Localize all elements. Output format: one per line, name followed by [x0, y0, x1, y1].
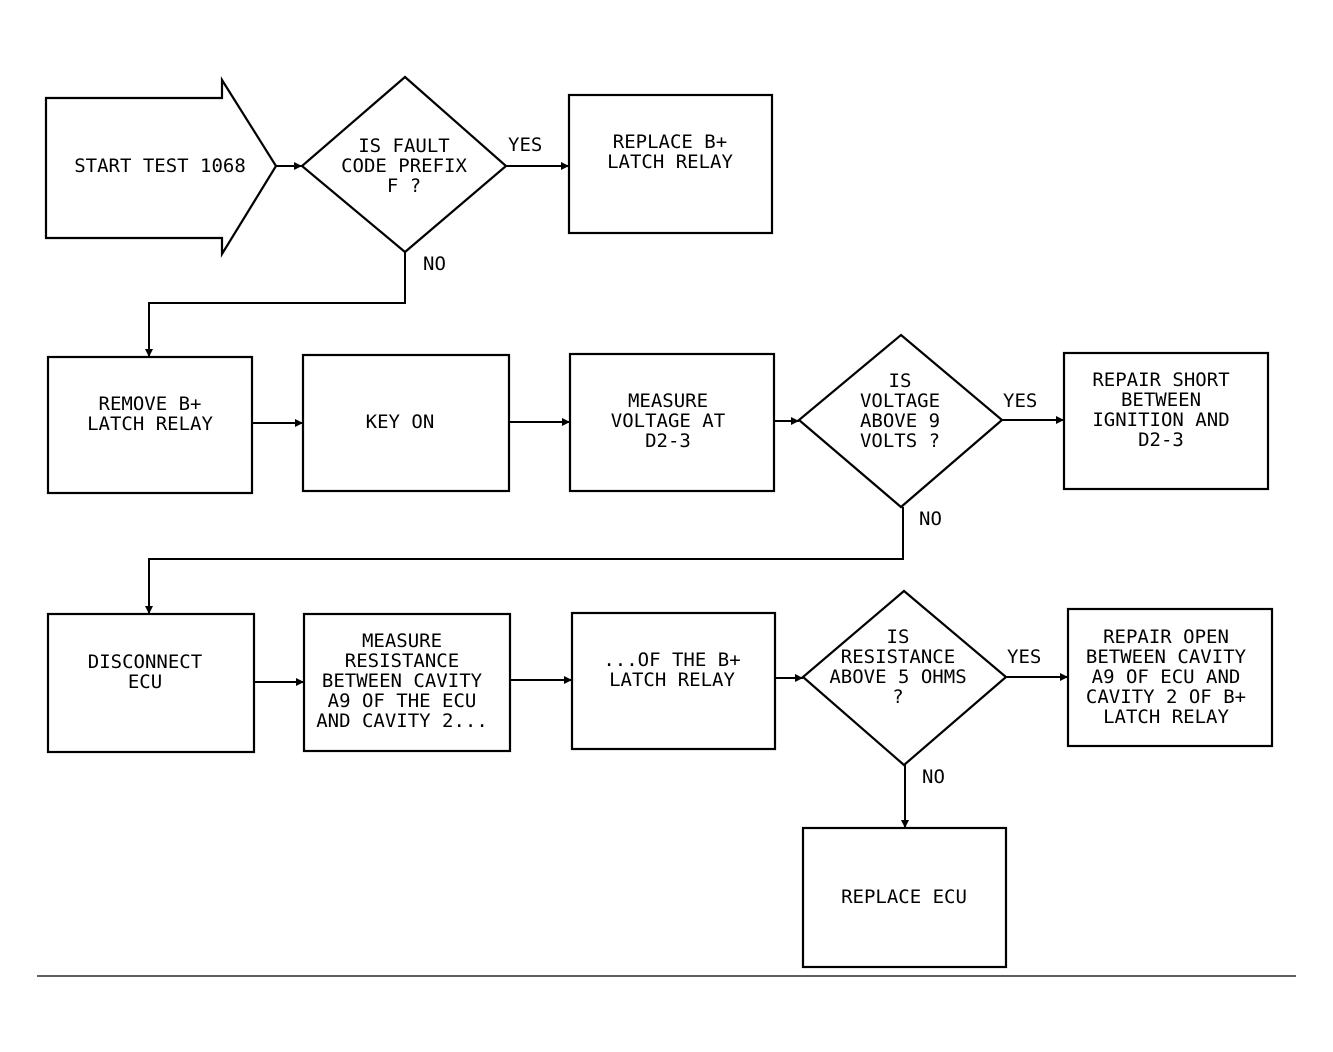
text-line: IS — [889, 370, 912, 392]
text-line: VOLTAGE AT — [611, 410, 725, 432]
text-line: CAVITY 2 OF B+ — [1086, 686, 1246, 708]
text-line: REPLACE B+ — [613, 131, 727, 153]
text-line: ABOVE 9 — [860, 410, 940, 432]
text-line: A9 OF THE ECU — [328, 690, 477, 712]
text-line: BETWEEN CAVITY — [322, 670, 483, 692]
text-line: DISCONNECT — [88, 651, 202, 673]
action-of-relay-label: ...OF THE B+LATCH RELAY — [603, 649, 740, 691]
text-line: REPAIR OPEN — [1103, 626, 1229, 648]
text-line: REPLACE ECU — [841, 886, 967, 908]
text-line: LATCH RELAY — [1103, 706, 1229, 728]
text-line: IGNITION AND — [1092, 409, 1229, 431]
action-key-on: KEY ON — [301, 353, 511, 493]
text-line: BETWEEN CAVITY — [1086, 646, 1247, 668]
text-line: AND CAVITY 2... — [316, 710, 488, 732]
text-line: IS — [887, 626, 910, 648]
text-line: LATCH RELAY — [607, 151, 733, 173]
text-line: LATCH RELAY — [609, 669, 735, 691]
text-line: BETWEEN — [1121, 389, 1201, 411]
text-line: MEASURE — [362, 630, 442, 652]
text-line: CODE PREFIX — [341, 155, 467, 177]
start-label: START TEST 1068 — [74, 155, 246, 177]
text-line: VOLTAGE — [860, 390, 940, 412]
text-line: RESISTANCE — [841, 646, 955, 668]
action-of-relay: ...OF THE B+LATCH RELAY — [570, 611, 777, 751]
label-yes-voltage: YES — [1003, 390, 1037, 412]
action-key-on-label: KEY ON — [366, 411, 435, 433]
text-line: A9 OF ECU AND — [1092, 666, 1241, 688]
label-no-resistance: NO — [922, 766, 945, 788]
action-remove-relay: REMOVE B+LATCH RELAY — [46, 355, 254, 495]
text-line: F ? — [387, 175, 421, 197]
text-line: MEASURE — [628, 390, 708, 412]
start-arrow-node: START TEST 1068 — [44, 76, 278, 258]
action-replace-relay: REPLACE B+LATCH RELAY — [567, 93, 774, 235]
label-no-voltage: NO — [919, 508, 942, 530]
text-line: D2-3 — [645, 430, 691, 452]
text-line: D2-3 — [1138, 429, 1184, 451]
connector-voltage-no — [145, 507, 904, 614]
text-line: VOLTS ? — [860, 430, 940, 452]
text-line: KEY ON — [366, 411, 435, 433]
text-line: ABOVE 5 OHMS — [829, 666, 966, 688]
text-line: ? — [892, 686, 903, 708]
action-replace-ecu: REPLACE ECU — [801, 826, 1008, 969]
text-line: IS FAULT — [358, 135, 450, 157]
action-replace-ecu-label: REPLACE ECU — [841, 886, 967, 908]
text-line: LATCH RELAY — [87, 413, 213, 435]
connector-prefix-no — [145, 252, 406, 357]
label-yes-resistance: YES — [1007, 646, 1041, 668]
text-line: START TEST 1068 — [74, 155, 246, 177]
label-no-prefix: NO — [423, 253, 446, 275]
text-line: ECU — [128, 671, 162, 693]
action-remove-relay-label: REMOVE B+LATCH RELAY — [87, 393, 213, 435]
label-yes-prefix: YES — [508, 134, 542, 156]
text-line: REPAIR SHORT — [1092, 369, 1229, 391]
text-line: RESISTANCE — [345, 650, 459, 672]
text-line: REMOVE B+ — [99, 393, 202, 415]
text-line: ...OF THE B+ — [603, 649, 740, 671]
action-replace-relay-label: REPLACE B+LATCH RELAY — [607, 131, 733, 173]
